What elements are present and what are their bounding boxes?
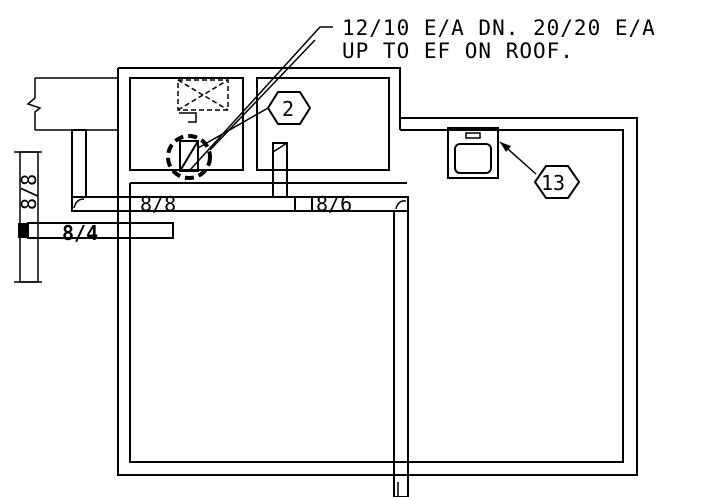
equipment-slot (465, 132, 481, 139)
small-riser (272, 142, 288, 198)
hexagon-tag-13-icon (533, 165, 581, 199)
note-line-2: UP TO EF ON ROOF. (342, 39, 574, 63)
fan-box (179, 140, 199, 172)
equipment-13: 13 (447, 127, 581, 199)
note-line-1: 12/10 E/A DN. 20/20 E/A (342, 16, 656, 40)
duct-label-8-8-vertical: 8/8 (17, 174, 41, 210)
exhaust-fan-symbol (166, 134, 212, 180)
right-duct-drop (393, 210, 409, 497)
small-room (256, 77, 390, 171)
branch-duct-end (18, 223, 28, 238)
shaft-diag-2 (177, 79, 229, 111)
arrow-head-icon (500, 142, 511, 152)
left-duct-riser (71, 129, 87, 198)
outer-wall (117, 67, 638, 476)
inner-wall (129, 129, 624, 463)
shaft-contents (177, 79, 229, 123)
note-leader-1 (189, 26, 333, 171)
tag-2-label: 2 (282, 97, 294, 121)
elbow-left (73, 198, 85, 209)
note-leader-2 (209, 39, 316, 151)
vertical-duct-body (19, 151, 39, 283)
tag-13-label: 13 (541, 171, 565, 195)
branch-duct: 8/4 (18, 221, 174, 245)
duct-label-8-8: 8/8 (140, 192, 176, 216)
duct-label-8-4: 8/4 (62, 221, 98, 245)
duct-label-8-6: 8/6 (316, 192, 352, 216)
shaft-room (129, 77, 244, 171)
shaft-mark (179, 112, 197, 123)
vertical-duct: 8/8 (14, 151, 42, 283)
tag-2: 2 (197, 91, 312, 149)
branch-duct-body (27, 222, 174, 239)
main-duct (71, 196, 409, 212)
shaft-dashed (177, 79, 229, 111)
equipment-inner (454, 143, 492, 174)
general-note: 12/10 E/A DN. 20/20 E/A UP TO EF ON ROOF… (189, 16, 656, 171)
tag-2-leader (197, 107, 269, 149)
elbow-right (395, 200, 407, 210)
fan-diag (179, 140, 199, 172)
hexagon-tag-icon (266, 91, 312, 125)
ductwork: 8/8 8/6 (71, 129, 409, 497)
fan-circle-icon (166, 134, 212, 180)
shaft-diag-1 (177, 79, 229, 111)
building-walls (26, 67, 638, 476)
break-line (26, 78, 42, 130)
equipment-box (447, 127, 499, 179)
riser-diag (272, 142, 288, 153)
